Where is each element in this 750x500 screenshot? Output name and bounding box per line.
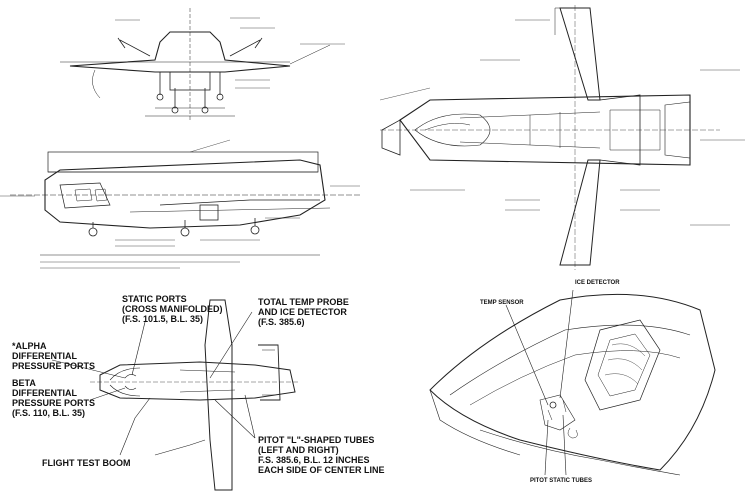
pitot-tubes-label: PITOT "L"-SHAPED TUBES (LEFT AND RIGHT) …: [258, 435, 385, 475]
side-view-drawing: [0, 139, 360, 269]
beta-ports-label: BETA DIFFERENTIAL PRESSURE PORTS (F.S. 1…: [12, 378, 96, 418]
plan-view-drawing: [379, 5, 745, 270]
alpha-ports-label: *ALPHA DIFFERENTIAL PRESSURE PORTS: [12, 341, 96, 371]
pitot-static-tubes-label: PITOT STATIC TUBES: [530, 478, 593, 484]
flight-test-boom-label: FLIGHT TEST BOOM: [42, 458, 131, 468]
temp-sensor-label: TEMP SENSOR: [480, 300, 524, 306]
static-ports-label: STATIC PORTS (CROSS MANIFOLDED) (F.S. 10…: [122, 294, 223, 324]
sensor-layout-drawing: [51, 299, 300, 491]
total-temp-probe-label: TOTAL TEMP PROBE AND ICE DETECTOR (F.S. …: [258, 297, 349, 327]
isometric-detail-drawing: [429, 289, 716, 476]
ice-detector-label: ICE DETECTOR: [575, 280, 620, 286]
front-view-drawing: [60, 8, 345, 120]
